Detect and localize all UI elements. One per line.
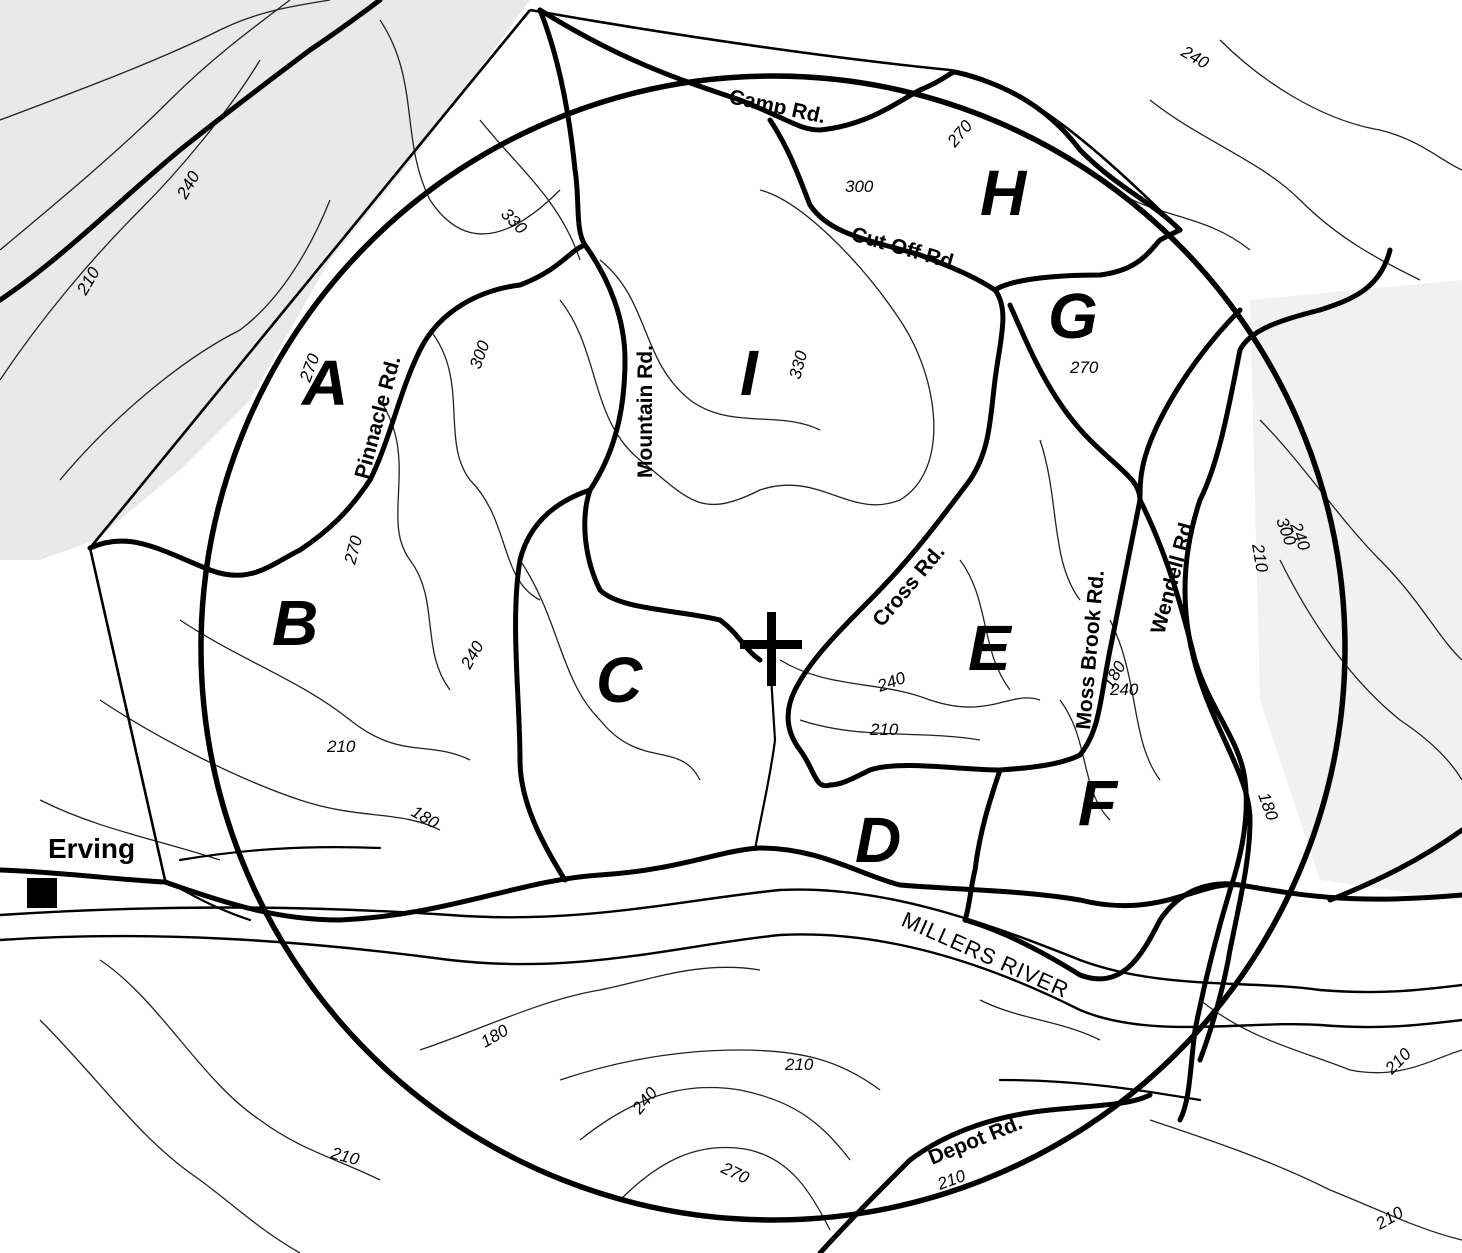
region-a: A <box>300 347 348 419</box>
region-f: F <box>1078 767 1119 839</box>
region-b: B <box>272 587 318 659</box>
elevation-label: 240 <box>457 637 488 672</box>
region-h: H <box>980 157 1028 229</box>
elevation-label: 240 <box>1177 42 1212 73</box>
road-label-mossbrook: Moss Brook Rd. <box>1072 569 1109 730</box>
elevation-label: 240 <box>1109 680 1139 699</box>
region-e: E <box>968 612 1013 684</box>
study-area-boundary-north <box>529 8 1181 231</box>
region-i: I <box>740 337 759 409</box>
elevation-label: 330 <box>497 204 531 238</box>
elevation-label: 210 <box>1372 1203 1407 1234</box>
region-d: D <box>855 804 901 876</box>
millers-river <box>0 888 1462 1029</box>
plus-icon <box>740 612 802 686</box>
elevation-label: 300 <box>845 177 874 196</box>
elevation-label: 300 <box>466 338 494 372</box>
elevation-label: 210 <box>869 720 899 739</box>
elevation-label: 180 <box>478 1021 513 1052</box>
elevation-label: 240 <box>628 1083 662 1118</box>
elevation-label: 210 <box>784 1055 814 1074</box>
road-label-camp: Camp Rd. <box>727 85 828 128</box>
region-g: G <box>1048 280 1098 352</box>
road-label-cutoff: Cut Off Rd. <box>849 223 962 276</box>
region-c: C <box>596 644 643 716</box>
shaded-area-east <box>1250 280 1462 900</box>
elevation-label: 270 <box>943 116 977 151</box>
elevation-label: 210 <box>1248 541 1272 574</box>
shaded-area-northwest <box>0 0 530 560</box>
elevation-label: 210 <box>326 737 356 756</box>
elevation-label: 210 <box>328 1143 362 1169</box>
elevation-label: 180 <box>1254 790 1282 824</box>
elevation-label: 330 <box>786 348 812 381</box>
elevation-label: 270 <box>340 533 366 567</box>
elevation-label: 210 <box>1381 1044 1416 1079</box>
town-label: Erving <box>48 833 135 864</box>
radius-circle <box>198 73 1348 1223</box>
elevation-label: 270 <box>1069 358 1099 377</box>
elevation-label: 270 <box>717 1158 752 1188</box>
road-label-mountain: Mountain Rd. <box>634 345 657 478</box>
erving-town-marker <box>27 878 57 908</box>
